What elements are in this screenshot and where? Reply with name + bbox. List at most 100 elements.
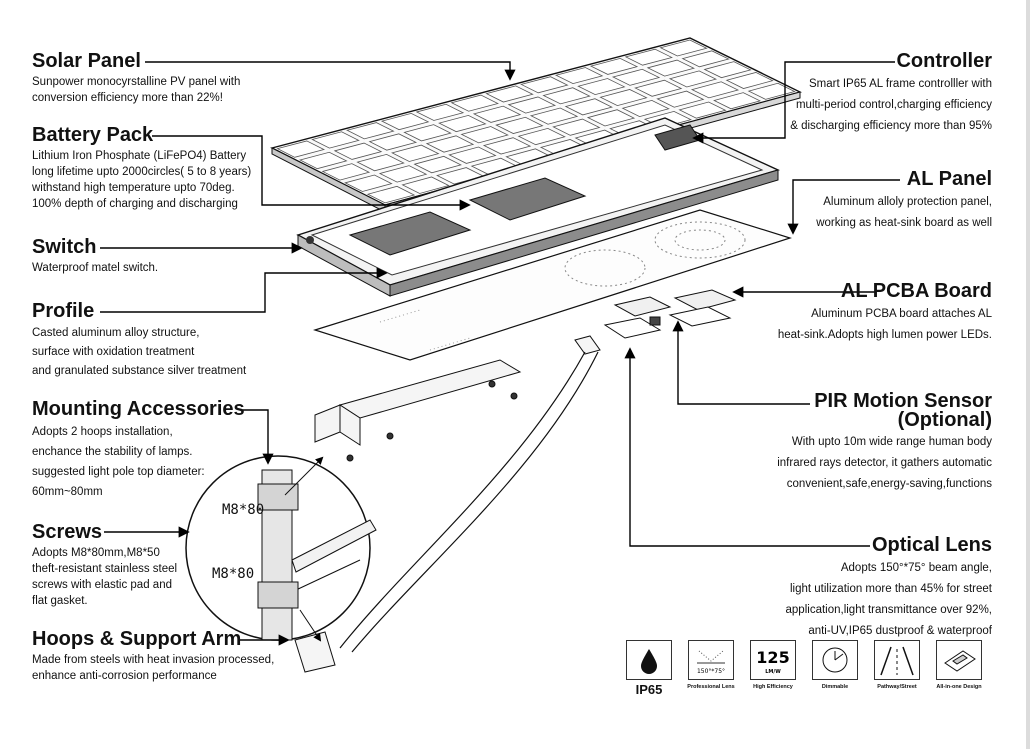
solar-cell xyxy=(624,48,673,66)
pir-label: PIR Motion Sensor (Optional) With upto 1… xyxy=(777,390,992,495)
profile-title: Profile xyxy=(32,300,95,322)
screw-mark-upper: M8*80 xyxy=(222,502,265,518)
solar-panel-desc: Sunpower monocyrstalline PV panel with c… xyxy=(32,76,241,104)
icon-inner-sub: LM/W xyxy=(765,669,781,675)
solar-cell xyxy=(450,94,499,112)
switch-title: Switch xyxy=(32,236,97,258)
al-panel-drawing xyxy=(312,209,792,361)
controller-title: Controller xyxy=(896,50,992,72)
icon-caption: Pathway/Street xyxy=(877,684,917,690)
solar-cell xyxy=(321,163,371,181)
solar-cell xyxy=(690,81,740,99)
solar-cell xyxy=(589,57,639,75)
solar-cell xyxy=(485,85,534,103)
icon-caption: All-in-one Design xyxy=(936,684,982,690)
al-pcba-label: AL PCBA Board Aluminum PCBA board attach… xyxy=(778,280,992,346)
battery-pack-title: Battery Pack xyxy=(32,124,154,146)
leader-lines-left xyxy=(100,61,516,646)
icon-caption: Dimmable xyxy=(821,684,849,690)
solar-cell xyxy=(552,118,601,136)
controller-desc: Smart IP65 AL frame controlller with mul… xyxy=(790,78,992,132)
solar-cell xyxy=(542,87,591,105)
optical-label: Optical Lens Adopts 150°*75° beam angle,… xyxy=(786,534,992,642)
icon-inner-text: 150°*75° xyxy=(697,668,725,675)
solar-cell xyxy=(599,89,648,107)
solar-cell xyxy=(611,68,661,86)
solar-panel-title: Solar Panel xyxy=(32,50,141,72)
mounting-title: Mounting Accessories xyxy=(32,398,245,420)
dimmable-icon: Dimmable xyxy=(811,640,859,690)
icon-inner-text: 125 xyxy=(756,648,789,667)
al-pcba-title: AL PCBA Board xyxy=(840,280,992,302)
al-panel-title: AL Panel xyxy=(906,168,992,190)
screw-mark-lower: M8*80 xyxy=(212,566,255,582)
pcba-drawing xyxy=(603,289,737,339)
solar-cell xyxy=(564,98,613,116)
al-pcba-desc: Aluminum PCBA board attaches AL heat-sin… xyxy=(777,308,992,341)
solar-cell xyxy=(413,155,462,174)
solar-cell xyxy=(391,144,440,162)
solar-cell xyxy=(366,185,416,204)
solar-cell xyxy=(507,96,557,114)
pir-desc: With upto 10m wide range human body infr… xyxy=(777,436,992,490)
solar-cell xyxy=(713,92,762,110)
solar-cell xyxy=(554,67,604,85)
solar-cell xyxy=(529,107,579,125)
solar-cell xyxy=(438,114,487,133)
page-edge xyxy=(1026,0,1030,749)
pir-title: PIR Motion Sensor (Optional) xyxy=(814,390,992,431)
solar-cell xyxy=(368,133,418,151)
profile-label: Profile Casted aluminum alloy structure,… xyxy=(32,300,246,381)
pathway-icon: Pathway/Street xyxy=(873,640,921,690)
solar-cell xyxy=(646,59,695,77)
solar-cell xyxy=(356,153,405,172)
al-panel-label: AL Panel Aluminum alloly protection pane… xyxy=(816,168,992,234)
solar-cell xyxy=(678,101,727,119)
solar-cell xyxy=(460,126,509,144)
detail-circle xyxy=(185,455,377,642)
solar-cell xyxy=(577,78,626,96)
switch-desc: Waterproof matel switch. xyxy=(32,262,159,274)
solar-cell xyxy=(276,140,326,158)
solar-cell xyxy=(586,109,636,127)
solar-cell xyxy=(621,99,670,118)
al-panel-desc: Aluminum alloly protection panel, workin… xyxy=(816,196,992,229)
all-in-one-icon: All-in-one Design xyxy=(935,640,983,690)
mounting-label: Mounting Accessories Adopts 2 hoops inst… xyxy=(32,398,245,502)
icon-caption: High Efficiency xyxy=(753,684,793,690)
solar-cell xyxy=(311,131,360,149)
solar-cell xyxy=(659,39,708,57)
solar-cell xyxy=(747,82,796,100)
bracket-drawing xyxy=(294,335,601,673)
leader-lines-right xyxy=(624,61,900,547)
solar-cell xyxy=(668,70,718,88)
hoops-title: Hoops & Support Arm xyxy=(32,628,242,650)
waterproof-drop-icon: IP65 xyxy=(625,640,673,697)
controller-label: Controller Smart IP65 AL frame controlll… xyxy=(790,50,992,137)
solar-cell xyxy=(378,165,428,183)
solar-cell xyxy=(495,116,544,134)
screws-title: Screws xyxy=(32,521,103,543)
switch-label: Switch Waterproof matel switch. xyxy=(32,236,158,276)
mounting-desc: Adopts 2 hoops installation, enchance th… xyxy=(32,426,205,498)
solar-cell xyxy=(725,72,774,89)
solar-cell xyxy=(520,76,569,94)
solar-cell xyxy=(482,137,532,155)
solar-cell xyxy=(448,146,497,164)
solar-cell xyxy=(344,174,393,192)
solar-cell xyxy=(634,79,683,97)
icon-caption: IP65 xyxy=(635,682,663,697)
optical-desc: Adopts 150°*75° beam angle, light utiliz… xyxy=(785,562,992,637)
solar-cell xyxy=(656,90,705,108)
hoops-label: Hoops & Support Arm Made from steels wit… xyxy=(32,628,274,684)
hoops-desc: Made from steels with heat invasion proc… xyxy=(32,654,275,682)
solar-cell xyxy=(517,127,566,146)
lens-angle-icon: 150°*75° Professional Lens xyxy=(687,640,735,690)
solar-cell xyxy=(472,105,522,123)
solar-cell xyxy=(415,103,465,121)
profile-desc: Casted aluminum alloy structure, surface… xyxy=(32,327,247,377)
solar-cell xyxy=(401,176,450,194)
